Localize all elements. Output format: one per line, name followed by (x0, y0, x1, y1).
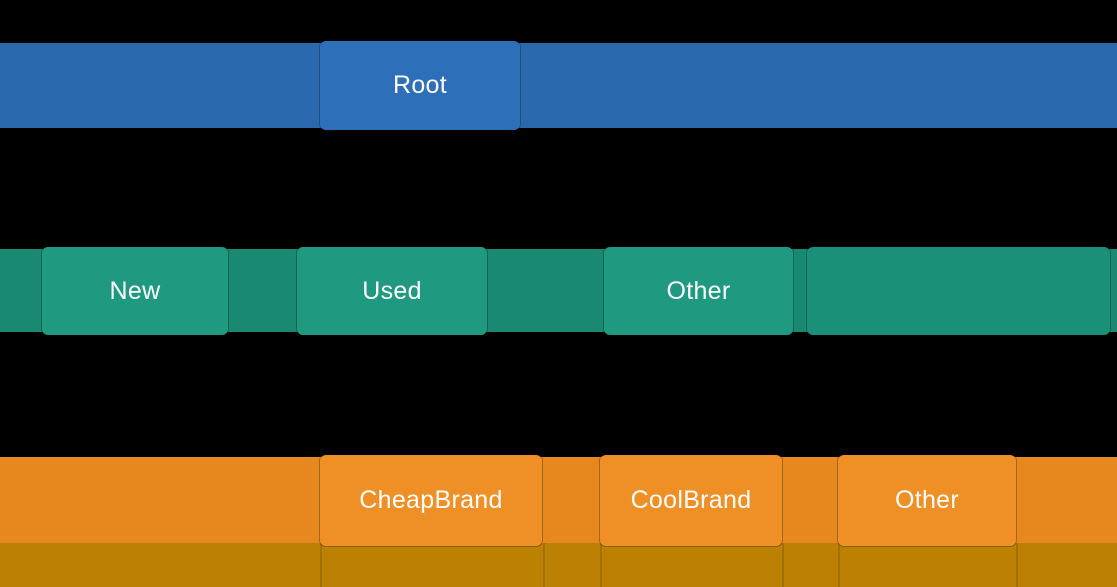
node-label: CoolBrand (630, 486, 752, 514)
node-label: Root (392, 71, 447, 99)
node-cheapbrand-l3[interactable]: CheapBrand (320, 455, 542, 546)
tile-seam (838, 543, 840, 587)
tile-seam (1016, 543, 1018, 587)
node-root-l1[interactable]: Root (320, 41, 520, 130)
truncated-tiles-strip[interactable] (0, 543, 1117, 587)
tile-seam (600, 543, 602, 587)
node-used-l2[interactable]: Used (297, 247, 487, 335)
node-label: Other (666, 276, 731, 305)
node-new-l2[interactable]: New (42, 247, 228, 335)
node-coolbrand-l3[interactable]: CoolBrand (600, 455, 782, 546)
tile-seam (320, 543, 322, 587)
tile-seam (543, 543, 545, 587)
node-unlabeled-l2[interactable] (807, 247, 1110, 335)
node-label: Other (894, 486, 960, 514)
node-other-l2[interactable]: Other (604, 247, 793, 335)
node-other-l3[interactable]: Other (838, 455, 1016, 546)
level-1-root-band[interactable] (0, 43, 1117, 128)
node-label: Used (362, 276, 422, 305)
node-label: CheapBrand (359, 486, 503, 514)
node-label: New (109, 276, 161, 305)
tile-seam (782, 543, 784, 587)
